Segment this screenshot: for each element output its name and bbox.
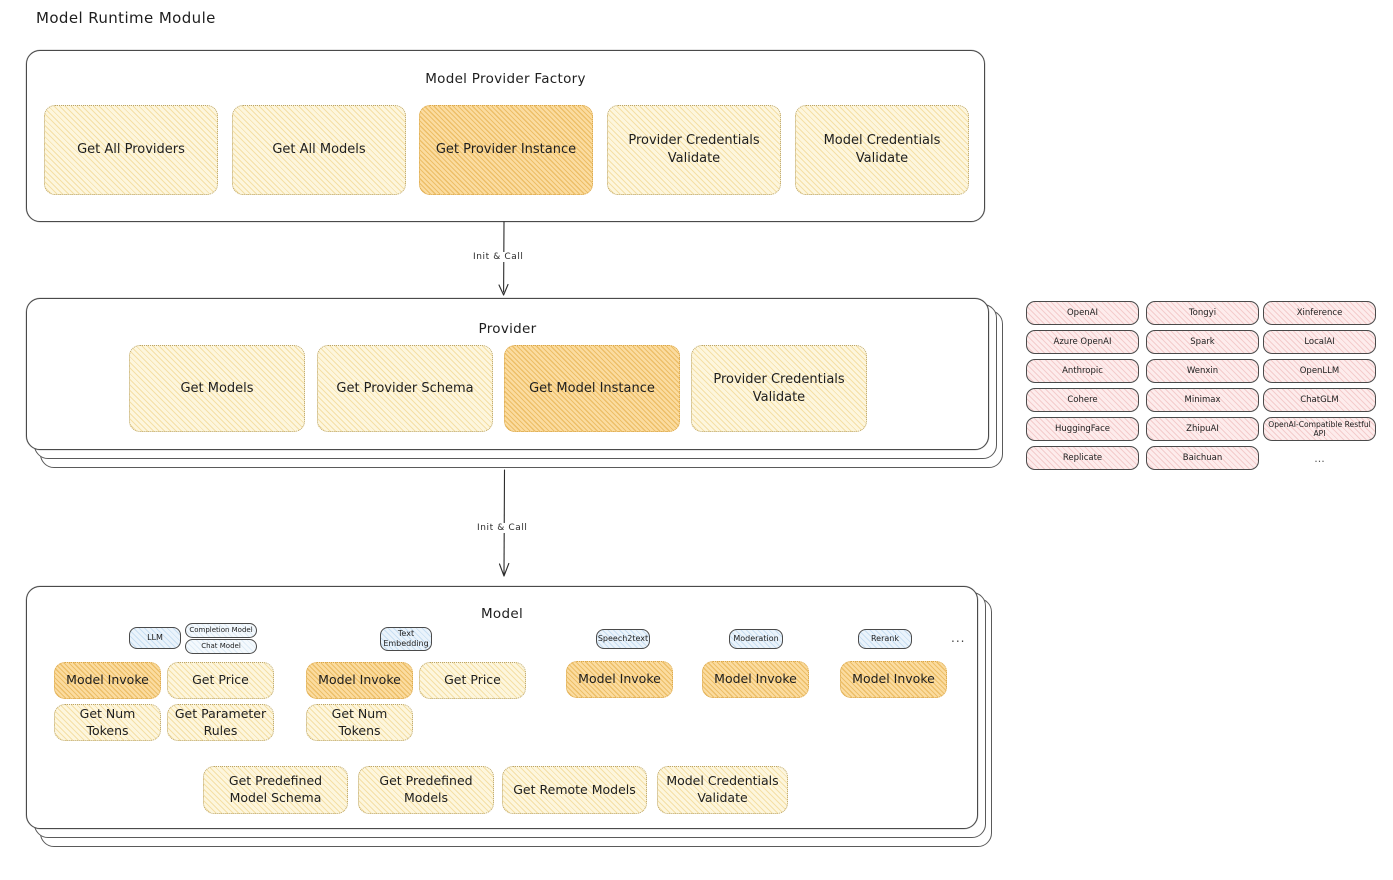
model-types-more: ...	[951, 631, 966, 645]
llm-node-get-price[interactable]: Get Price	[167, 662, 274, 699]
text-embedding-node-model-invoke[interactable]: Model Invoke	[306, 662, 413, 699]
model-badge-rerank[interactable]: Rerank	[858, 629, 912, 649]
provider-node-get-models[interactable]: Get Models	[129, 345, 305, 432]
provider-chip-localai[interactable]: LocalAI	[1263, 330, 1376, 354]
model-badge-completion-model[interactable]: Completion Model	[185, 623, 257, 638]
provider-chip-tongyi[interactable]: Tongyi	[1146, 301, 1259, 325]
model-common-node-get-predefined-models[interactable]: Get Predefined Models	[358, 766, 494, 814]
provider-chip-azure-openai[interactable]: Azure OpenAI	[1026, 330, 1139, 354]
provider-chip-replicate[interactable]: Replicate	[1026, 446, 1139, 470]
provider-list-more: ...	[1314, 452, 1325, 465]
llm-node-get-num-tokens[interactable]: Get Num Tokens	[54, 704, 161, 741]
provider-chip-baichuan[interactable]: Baichuan	[1146, 446, 1259, 470]
provider-chip-huggingface[interactable]: HuggingFace	[1026, 417, 1139, 441]
text-embedding-node-get-num-tokens[interactable]: Get Num Tokens	[306, 704, 413, 741]
factory-node-provider-credentials-validate[interactable]: Provider Credentials Validate	[607, 105, 781, 195]
rerank-node-model-invoke[interactable]: Model Invoke	[840, 661, 947, 698]
model-common-node-get-remote-models[interactable]: Get Remote Models	[502, 766, 647, 814]
arrow-label-init-call-2: Init & Call	[474, 523, 531, 533]
provider-node-get-model-instance[interactable]: Get Model Instance	[504, 345, 680, 432]
provider-chip-minimax[interactable]: Minimax	[1146, 388, 1259, 412]
model-badge-speech2text[interactable]: Speech2text	[596, 629, 650, 649]
factory-node-get-all-providers[interactable]: Get All Providers	[44, 105, 218, 195]
arrow-label-init-call-1: Init & Call	[470, 252, 527, 262]
provider-chip-spark[interactable]: Spark	[1146, 330, 1259, 354]
provider-chip-openai-compatible-restful-api[interactable]: OpenAI-Compatible Restful API	[1263, 417, 1376, 441]
factory-node-get-all-models[interactable]: Get All Models	[232, 105, 406, 195]
model-provider-factory-title: Model Provider Factory	[425, 71, 586, 87]
model-badge-text-embedding[interactable]: Text Embedding	[380, 627, 432, 651]
llm-node-get-parameter-rules[interactable]: Get Parameter Rules	[167, 704, 274, 741]
provider-node-provider-credentials-validate[interactable]: Provider Credentials Validate	[691, 345, 867, 432]
provider-title: Provider	[478, 321, 537, 337]
model-badge-llm[interactable]: LLM	[129, 627, 181, 649]
moderation-node-model-invoke[interactable]: Model Invoke	[702, 661, 809, 698]
provider-chip-wenxin[interactable]: Wenxin	[1146, 359, 1259, 383]
provider-chip-chatglm[interactable]: ChatGLM	[1263, 388, 1376, 412]
text-embedding-node-get-price[interactable]: Get Price	[419, 662, 526, 699]
provider-chip-cohere[interactable]: Cohere	[1026, 388, 1139, 412]
arrow-provider-to-model	[498, 469, 510, 577]
speech2text-node-model-invoke[interactable]: Model Invoke	[566, 661, 673, 698]
model-badge-chat-model[interactable]: Chat Model	[185, 639, 257, 654]
page-title: Model Runtime Module	[36, 9, 216, 27]
model-title: Model	[480, 606, 524, 622]
factory-node-get-provider-instance[interactable]: Get Provider Instance	[419, 105, 593, 195]
provider-chip-anthropic[interactable]: Anthropic	[1026, 359, 1139, 383]
llm-node-model-invoke[interactable]: Model Invoke	[54, 662, 161, 699]
model-common-node-get-predefined-model-schema[interactable]: Get Predefined Model Schema	[203, 766, 348, 814]
provider-node-get-provider-schema[interactable]: Get Provider Schema	[317, 345, 493, 432]
provider-chip-xinference[interactable]: Xinference	[1263, 301, 1376, 325]
provider-chip-openai[interactable]: OpenAI	[1026, 301, 1139, 325]
model-badge-moderation[interactable]: Moderation	[729, 629, 783, 649]
provider-chip-openllm[interactable]: OpenLLM	[1263, 359, 1376, 383]
model-common-node-model-credentials-validate[interactable]: Model Credentials Validate	[657, 766, 788, 814]
factory-node-model-credentials-validate[interactable]: Model Credentials Validate	[795, 105, 969, 195]
provider-chip-zhipuai[interactable]: ZhipuAI	[1146, 417, 1259, 441]
